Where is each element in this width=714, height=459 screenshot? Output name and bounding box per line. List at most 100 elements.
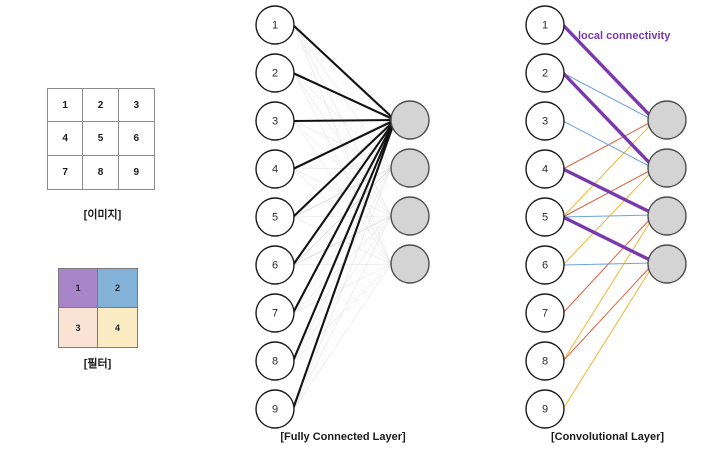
conv-edge-tap2-blue-in6-out4 (562, 262, 652, 266)
conv-input-label-3: 3 (542, 116, 548, 128)
fc-edge-faint (293, 167, 392, 362)
fc-edge-faint (293, 263, 392, 410)
fc-edge-faint (293, 167, 392, 170)
fc-edge-faint (293, 263, 392, 266)
fc-edge-faint (293, 167, 392, 410)
fc-edge-thin (293, 167, 392, 218)
fc-edge-faint (293, 168, 392, 217)
fc-edge-faint (293, 263, 392, 362)
conv-edge-head-tap1-purple-out4 (648, 257, 654, 264)
fc-edge-faint (293, 72, 392, 121)
fully-connected-caption: [Fully Connected Layer] (280, 431, 406, 443)
fc-edge-thin (293, 215, 392, 266)
image-cell-6: 6 (118, 122, 154, 156)
conv-edge-tap4-yellow-in9-out4 (562, 268, 652, 410)
fc-edge-faint (293, 168, 392, 265)
fc-input-node-2 (255, 53, 295, 93)
fc-input-node-8 (255, 341, 295, 381)
conv-edge-tap3-orange-in5-out2 (562, 169, 652, 218)
conv-input-label-4: 4 (542, 164, 548, 176)
conv-output-node-1 (647, 100, 687, 140)
conv-edge-head-tap4-yellow-out1 (648, 122, 654, 127)
conv-edge-head-tap3-orange-out2 (648, 167, 654, 173)
conv-edge-head-tap1-purple-out3 (648, 209, 654, 216)
conv-edge-tap1-purple-in4-out3 (562, 167, 652, 215)
fc-edge-faint (293, 167, 392, 266)
filter-cell-3: 3 (59, 308, 98, 347)
fc-input-label-9: 9 (272, 404, 278, 416)
conv-input-node-3 (525, 101, 565, 141)
conv-input-node-2 (525, 53, 565, 93)
conv-input-label-6: 6 (542, 260, 548, 272)
conv-input-label-8: 8 (542, 356, 548, 368)
fc-edge-faint (293, 72, 392, 265)
conv-edge-head-tap4-yellow-out2 (648, 170, 654, 175)
conv-input-node-1 (525, 5, 565, 45)
conv-input-node-6 (525, 245, 565, 285)
image-cell-9: 9 (133, 166, 140, 178)
image-cell-1: 1 (48, 89, 84, 123)
conv-edge-tap4-yellow-in5-out1 (562, 124, 652, 218)
conv-edge-tap1-purple-in2-out2 (561, 71, 653, 166)
fc-edge-faint (293, 119, 392, 122)
conv-edge-head-tap2-blue-out3 (648, 212, 654, 218)
image-cell-5: 5 (83, 122, 119, 156)
fc-output-node-2 (390, 148, 430, 188)
fc-edge-thin (293, 167, 392, 266)
conv-edge-tap1-purple-in1-out1 (561, 23, 653, 118)
filter-matrix-caption: [필터] (83, 358, 112, 370)
fc-input-label-8: 8 (272, 356, 278, 368)
fc-edge-faint (293, 216, 392, 265)
fc-input-node-1 (255, 5, 295, 45)
conv-input-node-5 (525, 197, 565, 237)
conv-edge-tap3-orange-in4-out1 (562, 121, 652, 170)
fc-edge-strong (292, 119, 396, 314)
conv-output-node-2 (647, 148, 687, 188)
image-cell-8: 8 (83, 155, 119, 189)
fc-output-node-4 (390, 244, 430, 284)
fc-edge-faint (293, 215, 392, 410)
image-cell-2: 2 (83, 89, 119, 123)
conv-edge-tap4-yellow-in6-out2 (562, 172, 652, 266)
fc-input-label-5: 5 (272, 212, 278, 224)
filter-cell-2: 2 (98, 269, 137, 308)
fc-input-label-2: 2 (272, 68, 278, 80)
conv-edge-head-tap2-blue-out4 (648, 260, 654, 266)
fc-edge-strong (292, 119, 396, 218)
conv-edge-head-tap1-purple-out2 (648, 161, 654, 168)
fc-edge-strong (292, 24, 396, 121)
image-cell-7: 7 (48, 155, 84, 189)
fc-edge-faint (293, 72, 392, 217)
fc-input-node-9 (255, 389, 295, 429)
fc-edge-faint (293, 120, 392, 169)
image-matrix-caption: [이미지] (83, 209, 122, 221)
local-connectivity-annotation: local connectivity (578, 30, 671, 42)
fc-input-label-7: 7 (272, 308, 278, 320)
fc-edge-faint (293, 215, 392, 266)
conv-input-label-2: 2 (542, 68, 548, 80)
conv-input-label-9: 9 (542, 404, 548, 416)
fc-output-node-1 (390, 100, 430, 140)
conv-edge-tap3-orange-in8-out4 (562, 265, 652, 362)
conv-edge-tap2-blue-in3-out2 (562, 120, 652, 168)
fc-input-node-5 (255, 197, 295, 237)
conv-edge-head-tap2-blue-out1 (648, 116, 654, 122)
conv-edge-head-tap3-orange-out4 (648, 263, 654, 269)
conv-input-label-5: 5 (542, 212, 548, 224)
conv-output-node-4 (647, 244, 687, 284)
fc-edge-strong (292, 118, 396, 123)
conv-edge-head-tap3-orange-out3 (648, 215, 654, 221)
fc-edge-faint (293, 120, 392, 217)
conv-input-label-7: 7 (542, 308, 548, 320)
fc-edge-faint (293, 119, 392, 314)
fc-edge-strong (292, 119, 396, 266)
fc-edge-faint (293, 119, 392, 410)
fc-edge-strong (292, 119, 396, 362)
fc-edge-faint (293, 24, 392, 121)
fc-input-node-6 (255, 245, 295, 285)
